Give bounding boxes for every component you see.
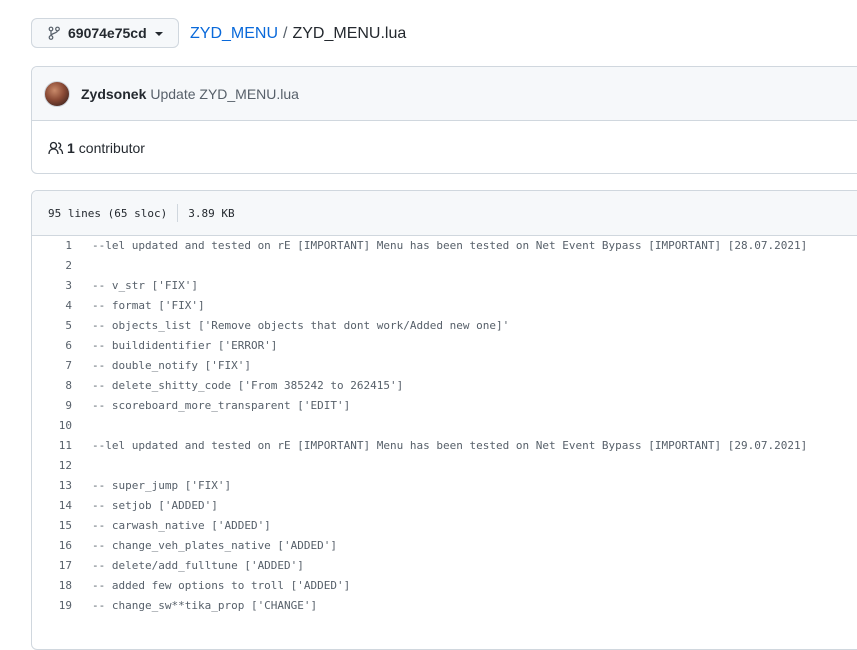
divider bbox=[177, 204, 179, 222]
line-content: -- double_notify ['FIX'] bbox=[92, 359, 251, 372]
file-header: 95 lines (65 sloc) 3.89 KB bbox=[32, 191, 857, 236]
breadcrumb-repo-link[interactable]: ZYD_MENU bbox=[190, 25, 279, 42]
contributor-count: 1 bbox=[67, 139, 75, 156]
code-line: 12 bbox=[32, 456, 857, 476]
line-content: -- delete_shitty_code ['From 385242 to 2… bbox=[92, 379, 404, 392]
line-content: -- change_sw**tika_prop ['CHANGE'] bbox=[92, 599, 318, 612]
contributor-label: contributor bbox=[78, 139, 145, 156]
line-content: -- setjob ['ADDED'] bbox=[92, 499, 218, 512]
line-number[interactable]: 10 bbox=[58, 419, 72, 432]
line-number[interactable]: 16 bbox=[58, 539, 72, 552]
line-number[interactable]: 5 bbox=[65, 319, 72, 332]
git-branch-icon bbox=[48, 26, 60, 40]
line-content bbox=[72, 256, 92, 276]
commit-info-box: Zydsonek Update ZYD_MENU.lua 1 contribut… bbox=[31, 66, 857, 174]
line-number[interactable]: 7 bbox=[65, 359, 72, 372]
code-line: 7 -- double_notify ['FIX'] bbox=[32, 356, 857, 376]
avatar[interactable] bbox=[44, 80, 70, 107]
line-number[interactable]: 17 bbox=[58, 559, 72, 572]
code-line: 16 -- change_veh_plates_native ['ADDED'] bbox=[32, 536, 857, 556]
code-line: 18 -- added few options to troll ['ADDED'… bbox=[32, 576, 857, 596]
contributors-row[interactable]: 1 contributor bbox=[32, 121, 857, 173]
code-line: 17 -- delete/add_fulltune ['ADDED'] bbox=[32, 556, 857, 576]
line-number[interactable]: 3 bbox=[65, 279, 72, 292]
code-line: 19 -- change_sw**tika_prop ['CHANGE'] bbox=[32, 596, 857, 616]
breadcrumb-separator: / bbox=[283, 25, 288, 42]
file-size: 3.89 KB bbox=[188, 206, 235, 220]
file-lines-info: 95 lines (65 sloc) bbox=[48, 206, 168, 220]
code-line: 2 bbox=[32, 256, 857, 276]
code-line: 14 -- setjob ['ADDED'] bbox=[32, 496, 857, 516]
line-number[interactable]: 19 bbox=[58, 599, 72, 612]
line-content: -- change_veh_plates_native ['ADDED'] bbox=[92, 539, 338, 552]
code-line: 5 -- objects_list ['Remove objects that d… bbox=[32, 316, 857, 336]
line-number[interactable]: 12 bbox=[58, 459, 72, 472]
code-line: 10 bbox=[32, 416, 857, 436]
line-content: -- super_jump ['FIX'] bbox=[92, 479, 232, 492]
code-line: 1 --lel updated and tested on rE [IMPORTA… bbox=[32, 236, 857, 256]
breadcrumb-file: ZYD_MENU.lua bbox=[292, 25, 407, 42]
line-content bbox=[72, 456, 92, 476]
code-line: 11 --lel updated and tested on rE [IMPORT… bbox=[32, 436, 857, 456]
code-line: 8 -- delete_shitty_code ['From 385242 to … bbox=[32, 376, 857, 396]
line-content: -- carwash_native ['ADDED'] bbox=[92, 519, 271, 532]
code-line: 13 -- super_jump ['FIX'] bbox=[32, 476, 857, 496]
latest-commit: Zydsonek Update ZYD_MENU.lua bbox=[32, 67, 857, 121]
line-number[interactable]: 9 bbox=[65, 399, 72, 412]
line-number[interactable]: 14 bbox=[58, 499, 72, 512]
line-number[interactable]: 13 bbox=[58, 479, 72, 492]
people-icon bbox=[48, 141, 64, 154]
line-content: -- objects_list ['Remove objects that do… bbox=[92, 319, 510, 332]
code-line: 15 -- carwash_native ['ADDED'] bbox=[32, 516, 857, 536]
line-content: -- scoreboard_more_transparent ['EDIT'] bbox=[92, 399, 351, 412]
chevron-down-icon bbox=[154, 32, 163, 36]
line-content: -- buildidentifier ['ERROR'] bbox=[92, 339, 278, 352]
commit-author-link[interactable]: Zydsonek bbox=[81, 85, 147, 102]
line-content: -- format ['FIX'] bbox=[92, 299, 205, 312]
branch-select-button[interactable]: 69074e75cd bbox=[31, 18, 179, 48]
file-viewer: 95 lines (65 sloc) 3.89 KB 1 --lel update… bbox=[31, 190, 857, 650]
line-number[interactable]: 6 bbox=[65, 339, 72, 352]
line-number[interactable]: 18 bbox=[58, 579, 72, 592]
line-content: -- v_str ['FIX'] bbox=[92, 279, 198, 292]
breadcrumb: ZYD_MENU/ZYD_MENU.lua bbox=[190, 24, 406, 44]
line-content: --lel updated and tested on rE [IMPORTAN… bbox=[92, 239, 808, 252]
line-number[interactable]: 11 bbox=[58, 439, 72, 452]
line-number[interactable]: 1 bbox=[65, 239, 72, 252]
code-line: 4 -- format ['FIX'] bbox=[32, 296, 857, 316]
line-number[interactable]: 8 bbox=[65, 379, 72, 392]
code-line: 9 -- scoreboard_more_transparent ['EDIT'] bbox=[32, 396, 857, 416]
line-content: --lel updated and tested on rE [IMPORTAN… bbox=[92, 439, 808, 452]
line-content: -- delete/add_fulltune ['ADDED'] bbox=[92, 559, 304, 572]
commit-message-link[interactable]: Update ZYD_MENU.lua bbox=[150, 85, 299, 102]
code-line: 6 -- buildidentifier ['ERROR'] bbox=[32, 336, 857, 356]
code-view: 1 --lel updated and tested on rE [IMPORTA… bbox=[32, 236, 857, 616]
line-number[interactable]: 4 bbox=[65, 299, 72, 312]
line-number[interactable]: 15 bbox=[58, 519, 72, 532]
line-content: -- added few options to troll ['ADDED'] bbox=[92, 579, 351, 592]
branch-label: 69074e75cd bbox=[68, 25, 147, 41]
code-line: 3 -- v_str ['FIX'] bbox=[32, 276, 857, 296]
line-number[interactable]: 2 bbox=[65, 259, 72, 272]
line-content bbox=[72, 416, 92, 436]
